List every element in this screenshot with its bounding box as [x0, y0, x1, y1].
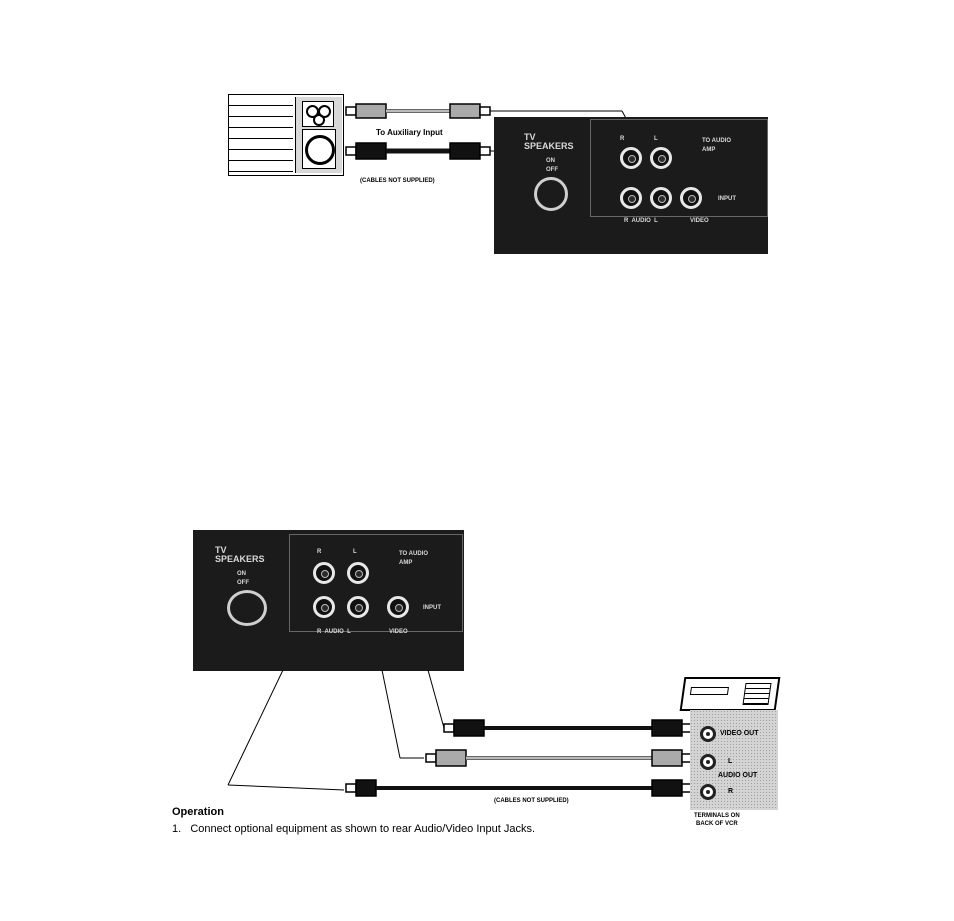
- input-video-jack[interactable]: [387, 596, 409, 618]
- video-out-label: VIDEO OUT: [720, 730, 759, 737]
- speaker-cabinet-icon: [295, 97, 342, 173]
- r-audio-l-label: R AUDIO L: [624, 218, 658, 224]
- audio-out-l-label: L: [728, 758, 733, 765]
- audio-amp-r-jack[interactable]: [313, 562, 335, 584]
- operation-step-1: 1. Connect optional equipment as shown t…: [172, 823, 536, 835]
- audio-amp-l-jack[interactable]: [650, 147, 672, 169]
- input-r-jack[interactable]: [620, 187, 642, 209]
- r-label: R: [620, 136, 625, 142]
- vcr-terminals-caption: TERMINALS ON BACK OF VCR: [694, 813, 740, 827]
- speaker-switch-knob: [534, 177, 568, 211]
- input-label: INPUT: [423, 605, 441, 611]
- input-label: INPUT: [718, 196, 736, 202]
- cable-label: To Auxiliary Input: [376, 128, 443, 137]
- speaker-switch-knob: [227, 590, 267, 626]
- bottom-cables: [227, 669, 693, 797]
- video-label: VIDEO: [690, 218, 709, 224]
- cables-not-supplied-note: (CABLES NOT SUPPLIED): [360, 178, 435, 184]
- r-audio-l-label: R AUDIO L: [317, 629, 351, 635]
- to-audio-amp-label: TO AUDIO AMP: [702, 138, 732, 153]
- l-label: L: [353, 549, 357, 555]
- audio-amp-r-jack[interactable]: [620, 147, 642, 169]
- cables-not-supplied-note: (CABLES NOT SUPPLIED): [494, 798, 569, 804]
- input-r-jack[interactable]: [313, 596, 335, 618]
- input-l-jack[interactable]: [347, 596, 369, 618]
- tv-speakers-label: TV SPEAKERS: [524, 132, 574, 151]
- video-out-jack[interactable]: [700, 726, 716, 742]
- amplifier-shelves: [229, 95, 293, 175]
- input-video-jack[interactable]: [680, 187, 702, 209]
- rear-panel-top: TV SPEAKERS ON OFF R L TO AUDIO AMP INPU…: [494, 117, 768, 254]
- audio-out-r-label: R: [728, 788, 734, 795]
- audio-out-r-jack[interactable]: [700, 784, 716, 800]
- l-label: L: [654, 136, 658, 142]
- input-l-jack[interactable]: [650, 187, 672, 209]
- speaker-unit: [228, 94, 344, 176]
- to-audio-amp-label: TO AUDIO AMP: [399, 551, 429, 566]
- operation-heading: Operation: [172, 806, 224, 818]
- top-cables: [345, 103, 634, 160]
- video-label: VIDEO: [389, 629, 408, 635]
- on-off-label: ON OFF: [546, 158, 558, 173]
- audio-amp-l-jack[interactable]: [347, 562, 369, 584]
- r-label: R: [317, 549, 322, 555]
- tv-speakers-label: TV SPEAKERS: [215, 545, 265, 564]
- vcr-terminals-panel: VIDEO OUT L AUDIO OUT R: [690, 710, 778, 810]
- on-off-label: ON OFF: [237, 571, 249, 586]
- audio-out-label: AUDIO OUT: [718, 772, 758, 779]
- rear-panel-bottom: TV SPEAKERS ON OFF R L TO AUDIO AMP INPU…: [193, 530, 464, 671]
- vcr-icon: [679, 677, 781, 711]
- audio-out-l-jack[interactable]: [700, 754, 716, 770]
